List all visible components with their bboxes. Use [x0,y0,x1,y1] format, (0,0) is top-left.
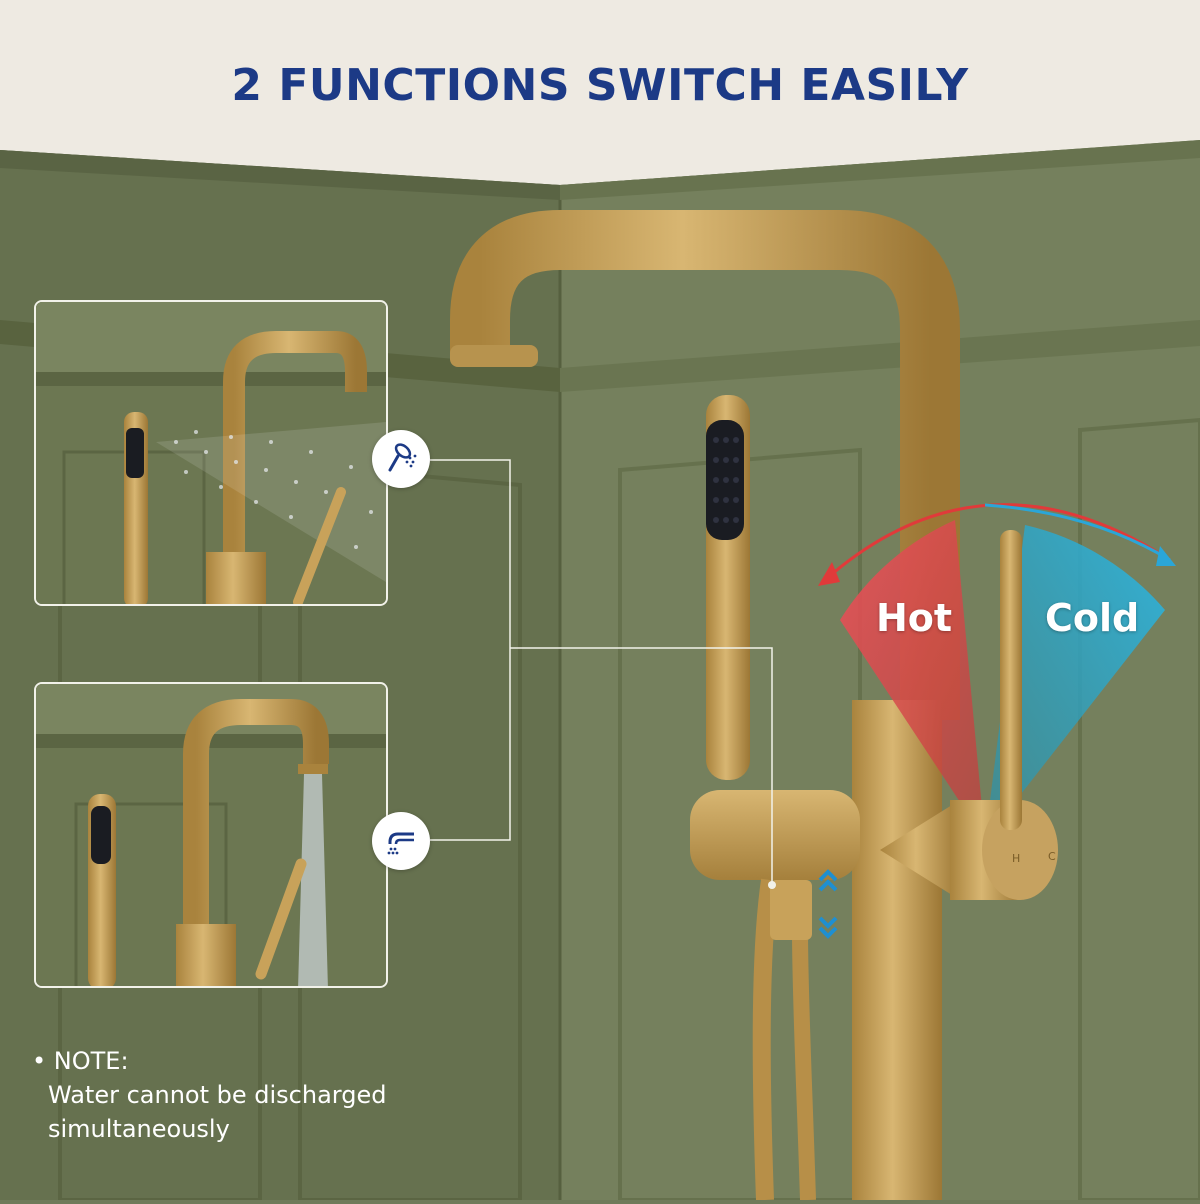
page-title: 2 FUNCTIONS SWITCH EASILY [231,60,969,111]
tub-spout-icon [372,812,430,870]
hot-label: Hot [876,596,953,640]
hand-shower-icon [372,430,430,488]
note-heading-text: NOTE: [53,1047,129,1075]
note: • NOTE: Water cannot be discharged simul… [32,1044,428,1146]
tub-spout-mode-photo [34,682,388,988]
svg-text:H: H [1012,852,1020,865]
note-text: Water cannot be discharged simultaneousl… [48,1081,387,1143]
svg-text:C: C [1048,850,1056,863]
cold-label: Cold [1045,596,1140,640]
note-heading: • NOTE: [32,1047,129,1075]
hand-shower-mode-photo [34,300,388,606]
